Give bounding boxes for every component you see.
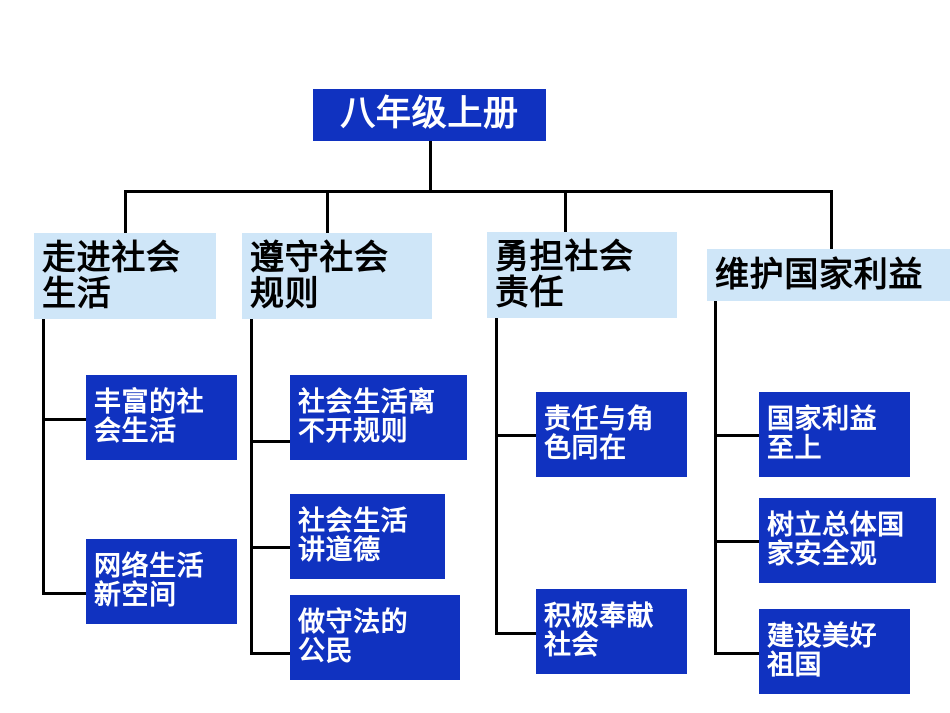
connector-branch-1-child-1 [42,418,88,421]
connector-root-stem [429,140,432,192]
node-branch-2[interactable]: 遵守社会 规则 [242,233,432,319]
node-branch-1-child-2[interactable]: 网络生活 新空间 [86,539,237,624]
node-root-label: 八年级上册 [340,92,519,134]
node-branch-3[interactable]: 勇担社会 责任 [487,232,677,318]
node-branch-3-label: 勇担社会 责任 [495,236,634,313]
node-branch-2-child-1-label: 社会生活离 不开规则 [298,386,436,447]
node-branch-3-child-2[interactable]: 积极奉献 社会 [536,589,687,674]
node-branch-1-child-1[interactable]: 丰富的社 会生活 [86,375,237,460]
node-branch-4-label: 维护国家利益 [715,254,924,295]
connector-branch-4-child-2 [714,540,761,543]
connector-trunk-branch-1 [42,318,45,595]
connector-drop-branch-3 [564,190,567,234]
node-branch-2-child-3-label: 做守法的 公民 [298,606,409,667]
node-branch-3-child-2-label: 积极奉献 社会 [544,600,655,661]
connector-branch-2-child-3 [250,652,292,655]
node-branch-4-child-1-label: 国家利益 至上 [767,403,878,464]
node-branch-2-label: 遵守社会 规则 [250,237,389,314]
node-branch-2-child-3[interactable]: 做守法的 公民 [290,595,460,680]
connector-branch-3-child-1 [495,434,538,437]
node-root[interactable]: 八年级上册 [313,89,546,141]
connector-branch-4-child-1 [714,434,761,437]
node-branch-4-child-2-label: 树立总体国 家安全观 [767,509,905,570]
connector-root-bus [124,190,833,193]
node-branch-4-child-2[interactable]: 树立总体国 家安全观 [759,498,936,583]
node-branch-1-child-2-label: 网络生活 新空间 [94,550,205,611]
node-branch-2-child-2-label: 社会生活 讲道德 [298,505,409,566]
connector-branch-3-child-2 [495,632,538,635]
connector-branch-4-child-3 [714,652,761,655]
connector-trunk-branch-3 [495,318,498,635]
node-branch-2-child-2[interactable]: 社会生活 讲道德 [290,494,445,579]
node-branch-1-child-1-label: 丰富的社 会生活 [94,386,205,447]
node-branch-3-child-1[interactable]: 责任与角 色同在 [536,392,687,477]
node-branch-4[interactable]: 维护国家利益 [707,249,950,301]
connector-branch-1-child-2 [42,592,88,595]
connector-drop-branch-4 [830,190,833,250]
node-branch-4-child-3[interactable]: 建设美好 祖国 [759,609,910,694]
node-branch-2-child-1[interactable]: 社会生活离 不开规则 [290,375,467,460]
connector-trunk-branch-4 [714,300,717,655]
node-branch-4-child-3-label: 建设美好 祖国 [767,620,878,681]
node-branch-3-child-1-label: 责任与角 色同在 [544,403,655,464]
node-branch-4-child-1[interactable]: 国家利益 至上 [759,392,910,477]
node-branch-1[interactable]: 走进社会 生活 [34,233,216,319]
connector-branch-2-child-1 [250,440,292,443]
connector-trunk-branch-2 [250,318,253,655]
connector-drop-branch-2 [326,190,329,234]
connector-drop-branch-1 [124,190,127,234]
node-branch-1-label: 走进社会 生活 [42,237,181,314]
connector-branch-2-child-2 [250,546,292,549]
